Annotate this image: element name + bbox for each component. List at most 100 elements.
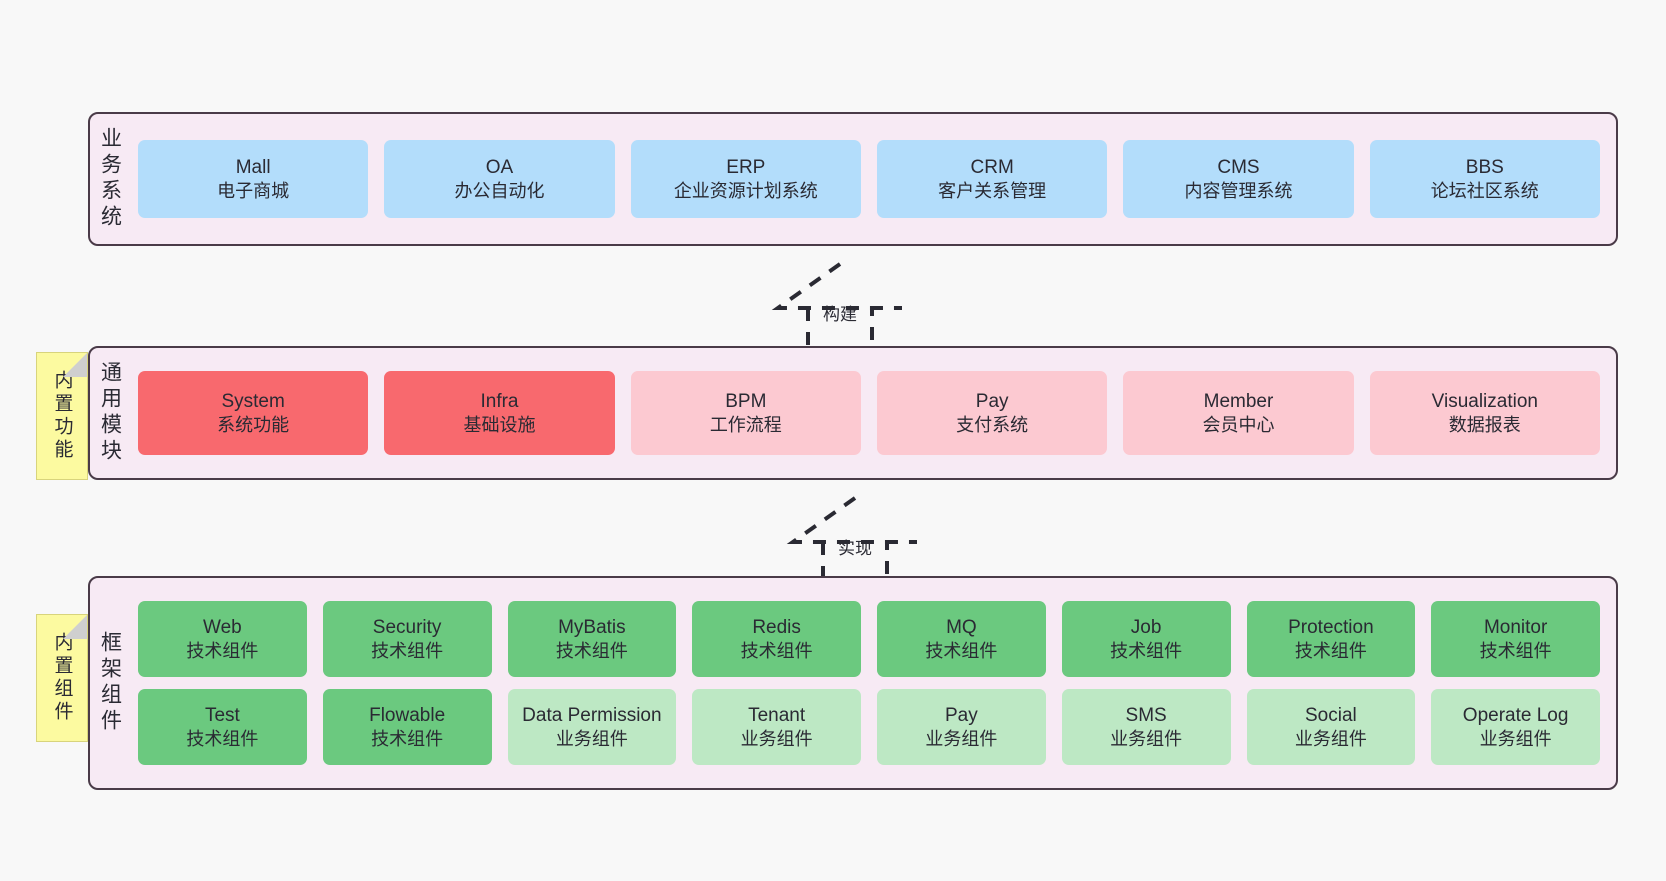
sticky-note-builtin-components: 内置组件	[36, 614, 88, 742]
card-subtitle: 技术组件	[1294, 640, 1367, 661]
card-title: Tenant	[748, 704, 806, 726]
sticky-note-builtin-features-label: 内置功能	[51, 370, 73, 462]
connector-realize-label: 实现	[838, 539, 872, 558]
card-title: CRM	[970, 156, 1014, 178]
card-title: Monitor	[1483, 616, 1548, 638]
card-title: Social	[1305, 704, 1357, 726]
sticky-note-builtin-components-label: 内置组件	[51, 632, 73, 724]
layer-label-common-modules: 通用模块	[98, 361, 122, 465]
card-title: Infra	[480, 390, 519, 412]
card-title: CMS	[1217, 156, 1260, 178]
connector-build: 构建	[760, 256, 920, 356]
card-title: Member	[1203, 390, 1274, 412]
card-title: SMS	[1125, 704, 1167, 726]
card-subtitle: 技术组件	[925, 640, 998, 661]
card-subtitle: 客户关系管理	[938, 180, 1047, 201]
card-subtitle: 业务组件	[1294, 728, 1367, 749]
card-subtitle: 技术组件	[740, 640, 813, 661]
card-subtitle: 技术组件	[1110, 640, 1183, 661]
card-title: Operate Log	[1462, 704, 1569, 726]
card-subtitle: 会员中心	[1202, 414, 1275, 435]
card-title: System	[221, 390, 285, 412]
connector-realize: 实现	[775, 490, 935, 590]
card-subtitle: 系统功能	[217, 414, 290, 435]
card-title: ERP	[726, 156, 766, 178]
card-subtitle: 电子商城	[217, 180, 290, 201]
card-title: Web	[203, 616, 242, 638]
card-subtitle: 支付系统	[956, 414, 1029, 435]
card-title: Pay	[975, 390, 1009, 412]
card-title: Mall	[235, 156, 271, 178]
card-subtitle: 工作流程	[709, 414, 782, 435]
card-title: Redis	[752, 616, 801, 638]
card-subtitle: 办公自动化	[454, 180, 545, 201]
layer-label-business-systems: 业务系统	[98, 127, 122, 231]
sticky-note-builtin-features: 内置功能	[36, 352, 88, 480]
card-subtitle: 内容管理系统	[1184, 180, 1293, 201]
card-title: Test	[204, 704, 240, 726]
card-subtitle: 技术组件	[371, 728, 444, 749]
card-title: Flowable	[369, 704, 446, 726]
card-subtitle: 业务组件	[1110, 728, 1183, 749]
card-title: OA	[485, 156, 514, 178]
card-title: Pay	[945, 704, 978, 726]
card-title: Job	[1130, 616, 1162, 638]
card-subtitle: 技术组件	[555, 640, 628, 661]
card-subtitle: 基础设施	[463, 414, 536, 435]
card-subtitle: 技术组件	[1479, 640, 1552, 661]
card-title: Security	[372, 616, 442, 638]
card-subtitle: 业务组件	[1479, 728, 1552, 749]
card-subtitle: 技术组件	[186, 728, 259, 749]
layer-label-framework-components: 框架组件	[98, 631, 122, 735]
card-subtitle: 企业资源计划系统	[673, 180, 818, 201]
card-subtitle: 技术组件	[186, 640, 259, 661]
card-title: BBS	[1465, 156, 1504, 178]
card-title: MyBatis	[558, 616, 626, 638]
card-subtitle: 数据报表	[1448, 414, 1521, 435]
card-subtitle: 论坛社区系统	[1430, 180, 1539, 201]
card-title: Data Permission	[522, 704, 662, 726]
card-title: BPM	[725, 390, 767, 412]
card-title: Protection	[1288, 616, 1374, 638]
connector-build-label: 构建	[823, 305, 857, 324]
card-subtitle: 技术组件	[371, 640, 444, 661]
card-title: MQ	[946, 616, 977, 638]
